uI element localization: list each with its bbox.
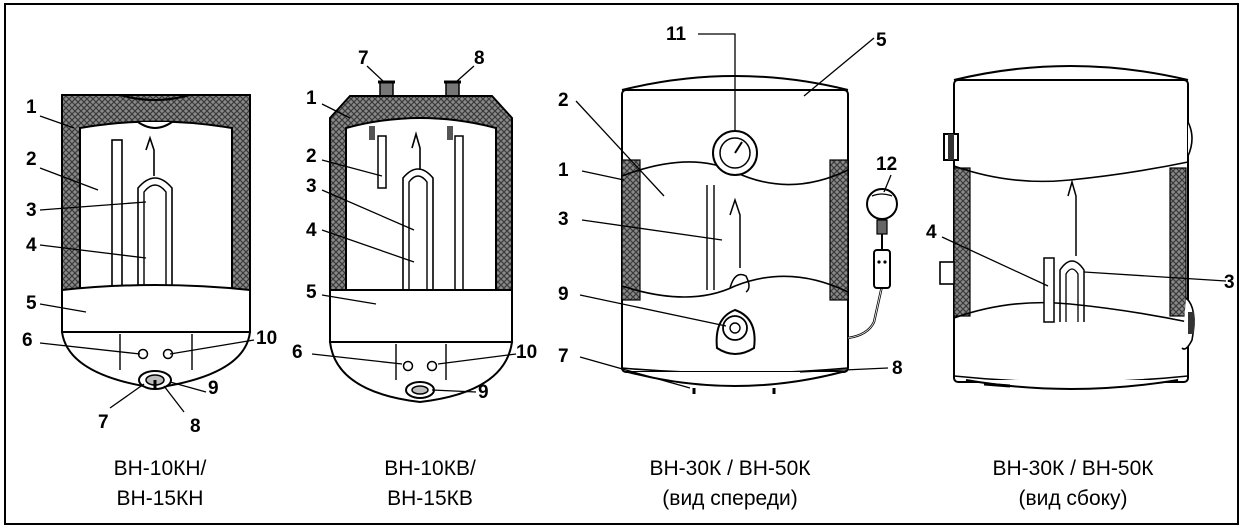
caption-vn10kv: ВН-10КВ/ ВН-15КВ — [340, 454, 520, 514]
caption-vn10kn: ВН-10КН/ ВН-15КН — [70, 454, 250, 514]
label-1-heater-1: 1 — [26, 97, 37, 118]
caption-vn30k-front: ВН-30К / ВН-50К (вид спереди) — [615, 454, 845, 514]
label-12-heater-3: 12 — [876, 154, 897, 175]
label-4-heater-4: 4 — [926, 222, 937, 243]
label-8-heater-1: 8 — [190, 416, 201, 437]
label-1-heater-2: 1 — [306, 88, 317, 109]
label-7-heater-3: 7 — [558, 346, 569, 367]
figure-frame — [4, 3, 1239, 525]
label-4-heater-1: 4 — [26, 235, 37, 256]
label-11-heater-3: 11 — [666, 24, 687, 45]
label-1-heater-3: 1 — [558, 160, 569, 181]
leaders-heater-4 — [941, 236, 1227, 287]
label-10-heater-2: 10 — [516, 342, 537, 363]
label-2-heater-3: 2 — [558, 90, 569, 111]
heater-vn10kn — [60, 94, 252, 390]
caption-vn30k-front-line2: (вид спереди) — [662, 487, 798, 510]
caption-vn30k-side-line1: ВН-30К / ВН-50К — [992, 457, 1154, 480]
label-5-heater-3: 5 — [876, 30, 887, 51]
label-3-heater-2: 3 — [306, 176, 317, 197]
label-4-heater-2: 4 — [306, 220, 317, 241]
leaders-heater-3 — [575, 33, 892, 389]
label-5-heater-1: 5 — [26, 293, 37, 314]
label-5-heater-2: 5 — [306, 282, 317, 303]
label-9-heater-3: 9 — [558, 284, 569, 305]
caption-vn30k-side-line2: (вид сбоку) — [1018, 487, 1128, 510]
leaders-heater-1 — [39, 115, 255, 413]
label-6-heater-1: 6 — [22, 330, 33, 351]
leaders-heater-2 — [311, 65, 517, 393]
caption-vn10kv-line2: ВН-15КВ — [387, 487, 473, 510]
label-7-heater-1: 7 — [98, 412, 109, 433]
label-6-heater-2: 6 — [292, 342, 303, 363]
heater-vn10kv — [328, 80, 514, 404]
label-9-heater-1: 9 — [208, 378, 219, 399]
label-3-heater-3: 3 — [558, 209, 569, 230]
label-9-heater-2: 9 — [478, 382, 489, 403]
caption-vn10kn-line1: ВН-10КН/ — [113, 457, 207, 480]
caption-vn10kn-line2: ВН-15КН — [116, 487, 204, 510]
label-8-heater-2: 8 — [474, 48, 485, 69]
caption-vn30k-side: ВН-30К / ВН-50К (вид сбоку) — [958, 454, 1188, 514]
label-2-heater-1: 2 — [26, 149, 37, 170]
label-10-heater-1: 10 — [256, 328, 277, 349]
label-3-heater-4: 3 — [1224, 272, 1235, 293]
label-8-heater-3: 8 — [892, 358, 903, 379]
heater-vn30k-front — [621, 75, 898, 394]
caption-vn10kv-line1: ВН-10КВ/ — [384, 457, 476, 480]
label-7-heater-2: 7 — [358, 48, 369, 69]
caption-vn30k-front-line1: ВН-30К / ВН-50К — [649, 457, 811, 480]
label-2-heater-2: 2 — [306, 146, 317, 167]
label-3-heater-1: 3 — [26, 200, 37, 221]
heater-vn30k-side — [939, 65, 1195, 390]
